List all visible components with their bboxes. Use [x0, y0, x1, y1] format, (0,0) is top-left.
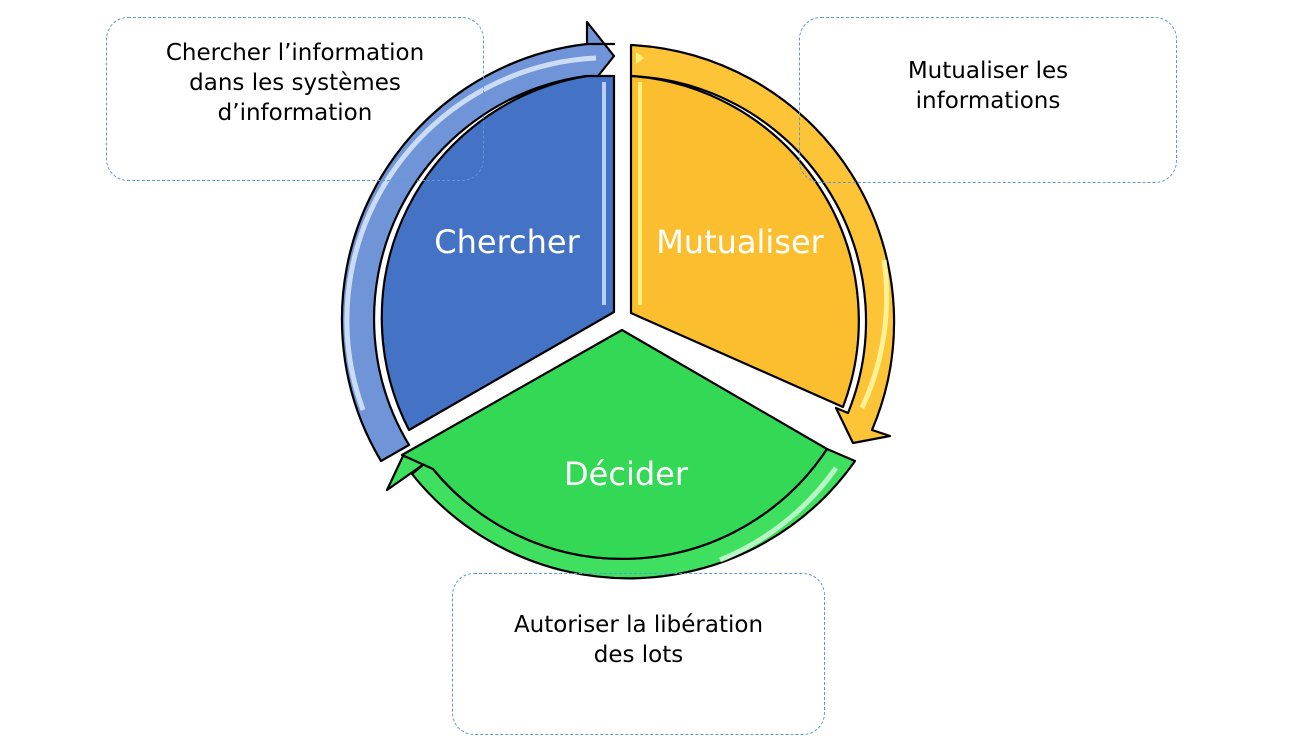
segment-decider-body	[400, 328, 829, 560]
callout-decider-line-2: des lots	[593, 642, 684, 668]
segment-label-decider: Décider	[564, 455, 689, 493]
callout-chercher-line-1: Chercher l’information	[165, 40, 425, 66]
segment-chercher-ring-highlight	[344, 55, 597, 411]
segment-decider	[385, 328, 857, 580]
segment-mutualiser-ring	[629, 43, 896, 445]
segment-label-chercher: Chercher	[434, 223, 580, 261]
segment-chercher	[340, 20, 616, 463]
segment-mutualiser-ring-highlight	[859, 259, 890, 410]
callout-chercher-line-3: d’information	[217, 100, 373, 126]
segment-label-mutualiser: Mutualiser	[656, 223, 824, 261]
segment-mutualiser-tip-mark	[636, 52, 644, 64]
callout-mutualiser: Mutualiser les informations	[799, 17, 1177, 183]
callout-chercher-line-2: dans les systèmes	[189, 70, 401, 96]
callout-mutualiser-line-2: informations	[915, 88, 1061, 114]
callout-mutualiser-line-1: Mutualiser les	[907, 58, 1069, 84]
segment-chercher-ring	[340, 20, 616, 463]
callout-decider-line-1: Autoriser la libération	[513, 612, 764, 638]
callout-chercher: Chercher l’information dans les systèmes…	[106, 17, 484, 181]
segment-decider-ring-highlight	[719, 466, 839, 563]
callout-decider: Autoriser la libération des lots	[452, 573, 825, 735]
segment-mutualiser-body	[629, 74, 860, 409]
segment-chercher-body	[380, 74, 616, 432]
segment-mutualiser	[629, 43, 896, 445]
